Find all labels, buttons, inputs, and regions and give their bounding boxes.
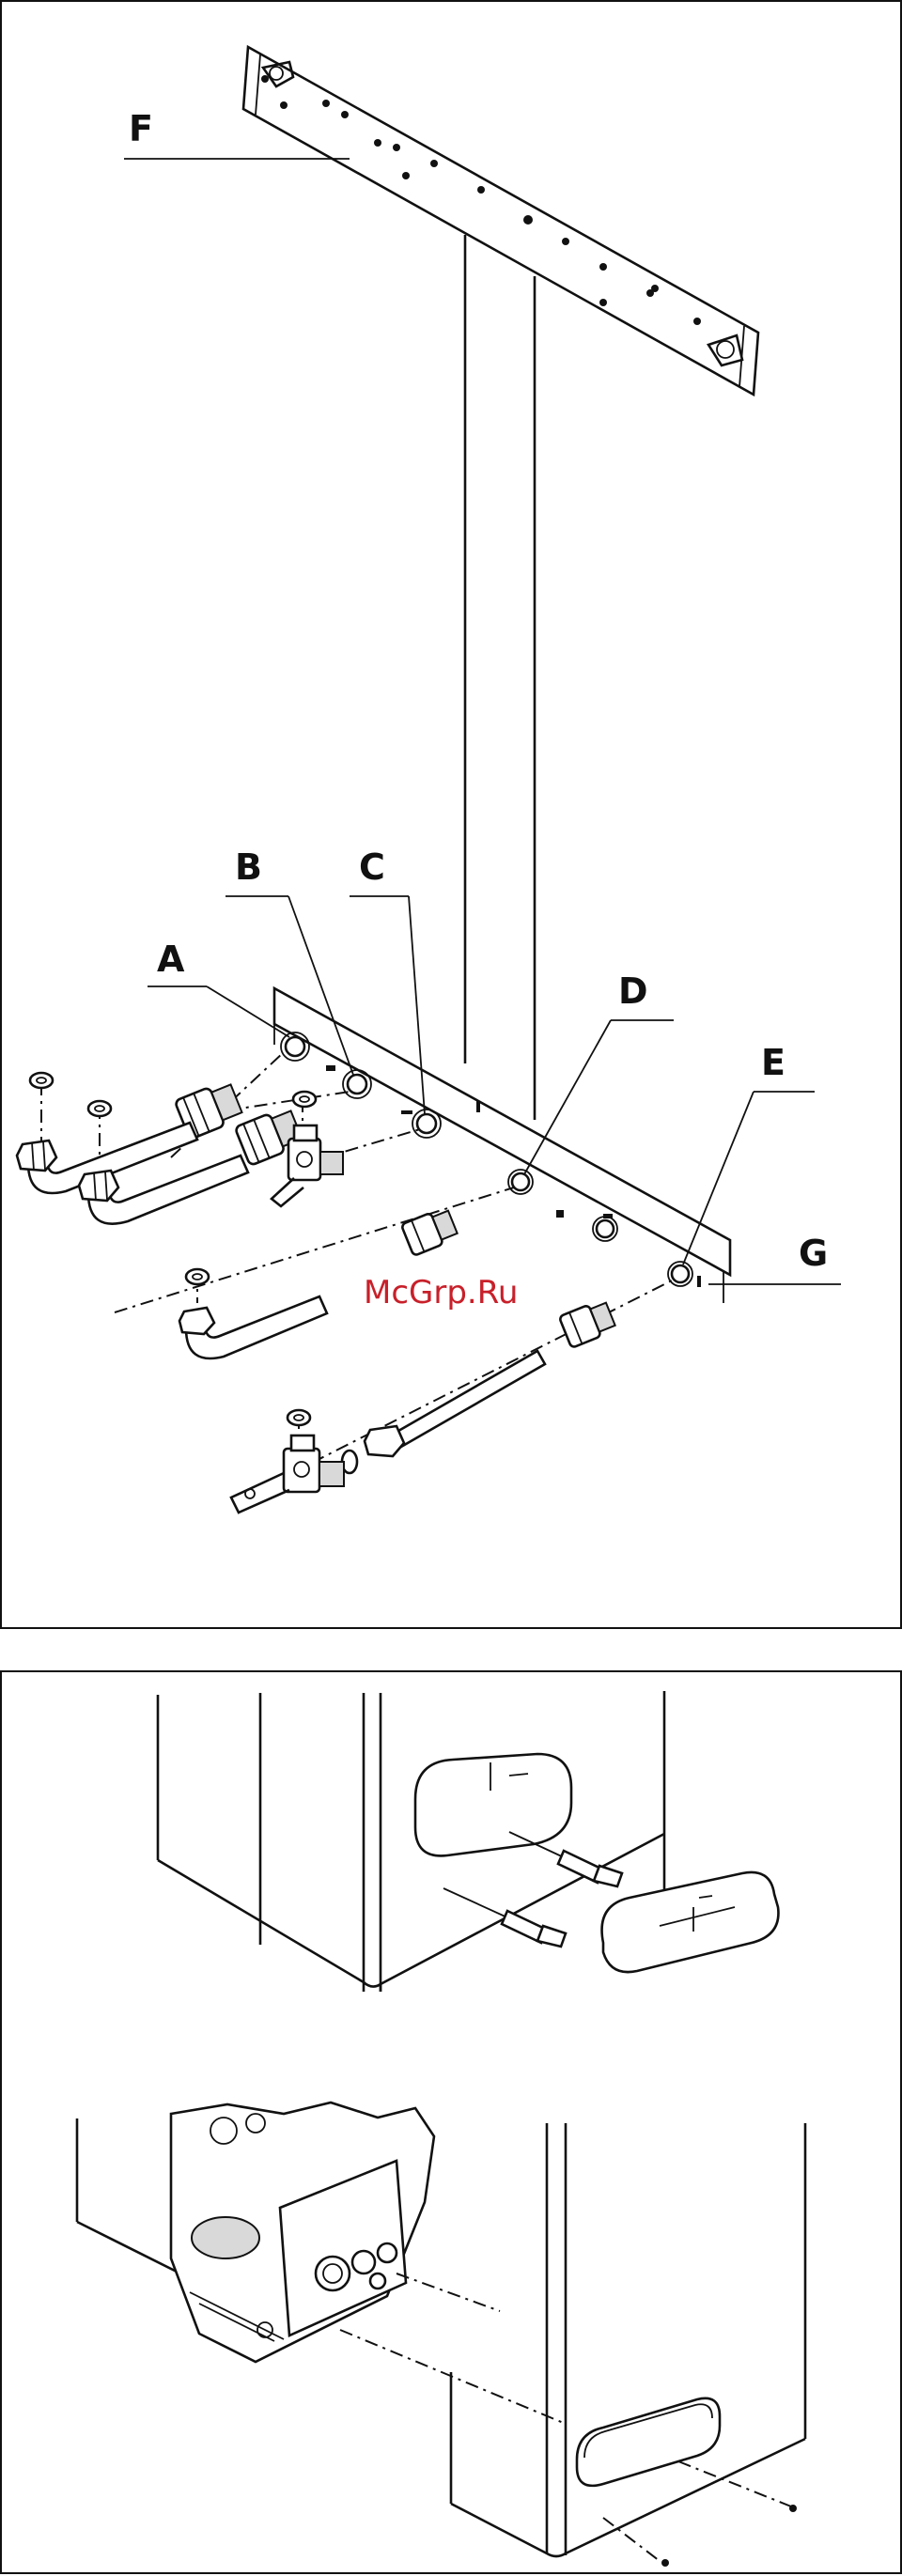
label-e: E <box>761 1042 785 1083</box>
label-a: A <box>157 939 185 980</box>
mounting-post-icon <box>465 235 535 1120</box>
connection-plate-icon <box>274 988 730 1303</box>
label-g: G <box>799 1233 828 1274</box>
boiler-casing-icon <box>158 1691 664 1992</box>
boiler-casing-lower-icon <box>451 2123 805 2556</box>
label-d: D <box>618 970 648 1012</box>
cover-removal-diagram-panel <box>0 1670 902 2574</box>
cover-removal-diagram <box>2 1672 902 2576</box>
screw-icon <box>661 2505 797 2567</box>
label-c: C <box>359 846 385 888</box>
casing-opening-icon <box>415 1754 571 1855</box>
installation-diagram: F A B C D E G McGrp.Ru <box>2 2 902 1631</box>
wall-bracket-icon <box>243 47 758 395</box>
boiler-interior-icon <box>77 2103 434 2362</box>
label-b: B <box>235 846 262 888</box>
cover-plate-icon <box>602 1872 779 1972</box>
watermark: McGrp.Ru <box>364 1274 518 1311</box>
installation-diagram-panel: F A B C D E G McGrp.Ru <box>0 0 902 1629</box>
label-f: F <box>129 108 153 149</box>
assembly-axis-lines <box>41 1052 674 1463</box>
